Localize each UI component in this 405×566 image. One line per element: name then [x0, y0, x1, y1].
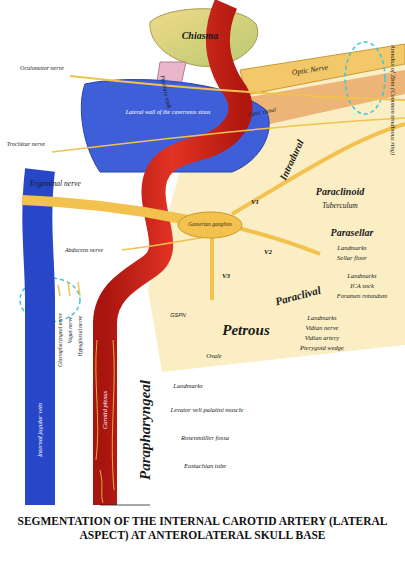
anatomy-label: Parapharyngeal [138, 380, 153, 480]
trigeminal-nerve-line [22, 200, 188, 220]
v3-branch [210, 238, 214, 300]
oculomotor-nerve-line [70, 76, 405, 100]
anatomy-label: Tuberculum [322, 202, 358, 210]
anatomy-label: Landmarks [307, 315, 336, 322]
anatomy-label: Trigeminal nerve [29, 180, 80, 188]
anatomy-label: Landmarks [337, 245, 366, 252]
anatomy-label: V3 [222, 273, 230, 280]
v2-branch [238, 228, 320, 254]
baseline [100, 505, 150, 506]
anatomy-label: Abducens nerve [65, 247, 103, 253]
anatomy-label: Paraclival [274, 285, 322, 308]
anatomy-label: Hypoglossal nerve [78, 315, 84, 356]
anatomy-label: V1 [251, 199, 259, 206]
anatomy-label: Vidian nerve [306, 325, 339, 332]
anatomy-label: Vidian artery [305, 335, 339, 342]
v1-branch [232, 124, 405, 214]
internal-carotid-artery [105, 4, 241, 505]
anatomy-label: Optic canal [248, 107, 277, 118]
anatomy-label: GSPN [170, 313, 186, 319]
chiasma-shape [150, 9, 258, 67]
anatomy-label: Optic Nerve [291, 63, 328, 76]
anatomy-label: Landmarks [347, 273, 376, 280]
gasserian-ganglion [178, 212, 242, 238]
anatomy-label: Rosenmüller fossa [181, 435, 229, 442]
anatomy-label: Gasserian ganglion [188, 222, 232, 228]
anatomy-label: ICA sock [350, 283, 374, 290]
figure-caption: SEGMENTATION OF THE INTERNAL CAROTID ART… [10, 514, 395, 543]
anatomy-label: Levator veli palatini muscle [171, 407, 244, 414]
anatomy-label: Trochlear nerve [7, 141, 45, 147]
anatomy-label: Pituitary stalk [160, 75, 173, 110]
anatomy-label: Intradural [278, 138, 305, 182]
anatomy-label: Sellar floor [337, 255, 367, 262]
anatomy-label: Landmarks [173, 383, 202, 390]
anatomy-label: Paraclinoid [316, 187, 364, 197]
anatomy-label: Carotid plexus [102, 391, 109, 429]
anatomy-label: Vagus nerve [68, 317, 74, 344]
anatomy-label: Oculomotor nerve [20, 65, 64, 71]
anatomy-label: Parasellar [331, 228, 374, 238]
anatomy-label: V2 [264, 249, 272, 256]
anatomy-label: Annulus of Zinn (Common tendinous ring) [390, 45, 397, 155]
anatomy-label: Eustachian tube [184, 463, 226, 470]
anatomy-label: Glossopharyngeal nerve [58, 313, 64, 367]
anatomy-label: Chiasma [182, 31, 219, 41]
anatomy-label: Internal jugular vein [37, 403, 44, 457]
carotid-plexus-fibres [96, 340, 114, 503]
anatomy-label: Pterygoid wedge [300, 345, 344, 352]
anatomy-label: Foramen rotundum [337, 293, 388, 300]
anatomy-label: Petrous [222, 323, 270, 338]
anatomy-label: Ovale [206, 353, 222, 360]
dashed-circle [345, 42, 385, 114]
cervical-carotid [88, 330, 122, 505]
anatomy-label: Lateral wall of the cavernous sinus [126, 109, 211, 115]
lower-cranial-nerves [58, 282, 80, 296]
